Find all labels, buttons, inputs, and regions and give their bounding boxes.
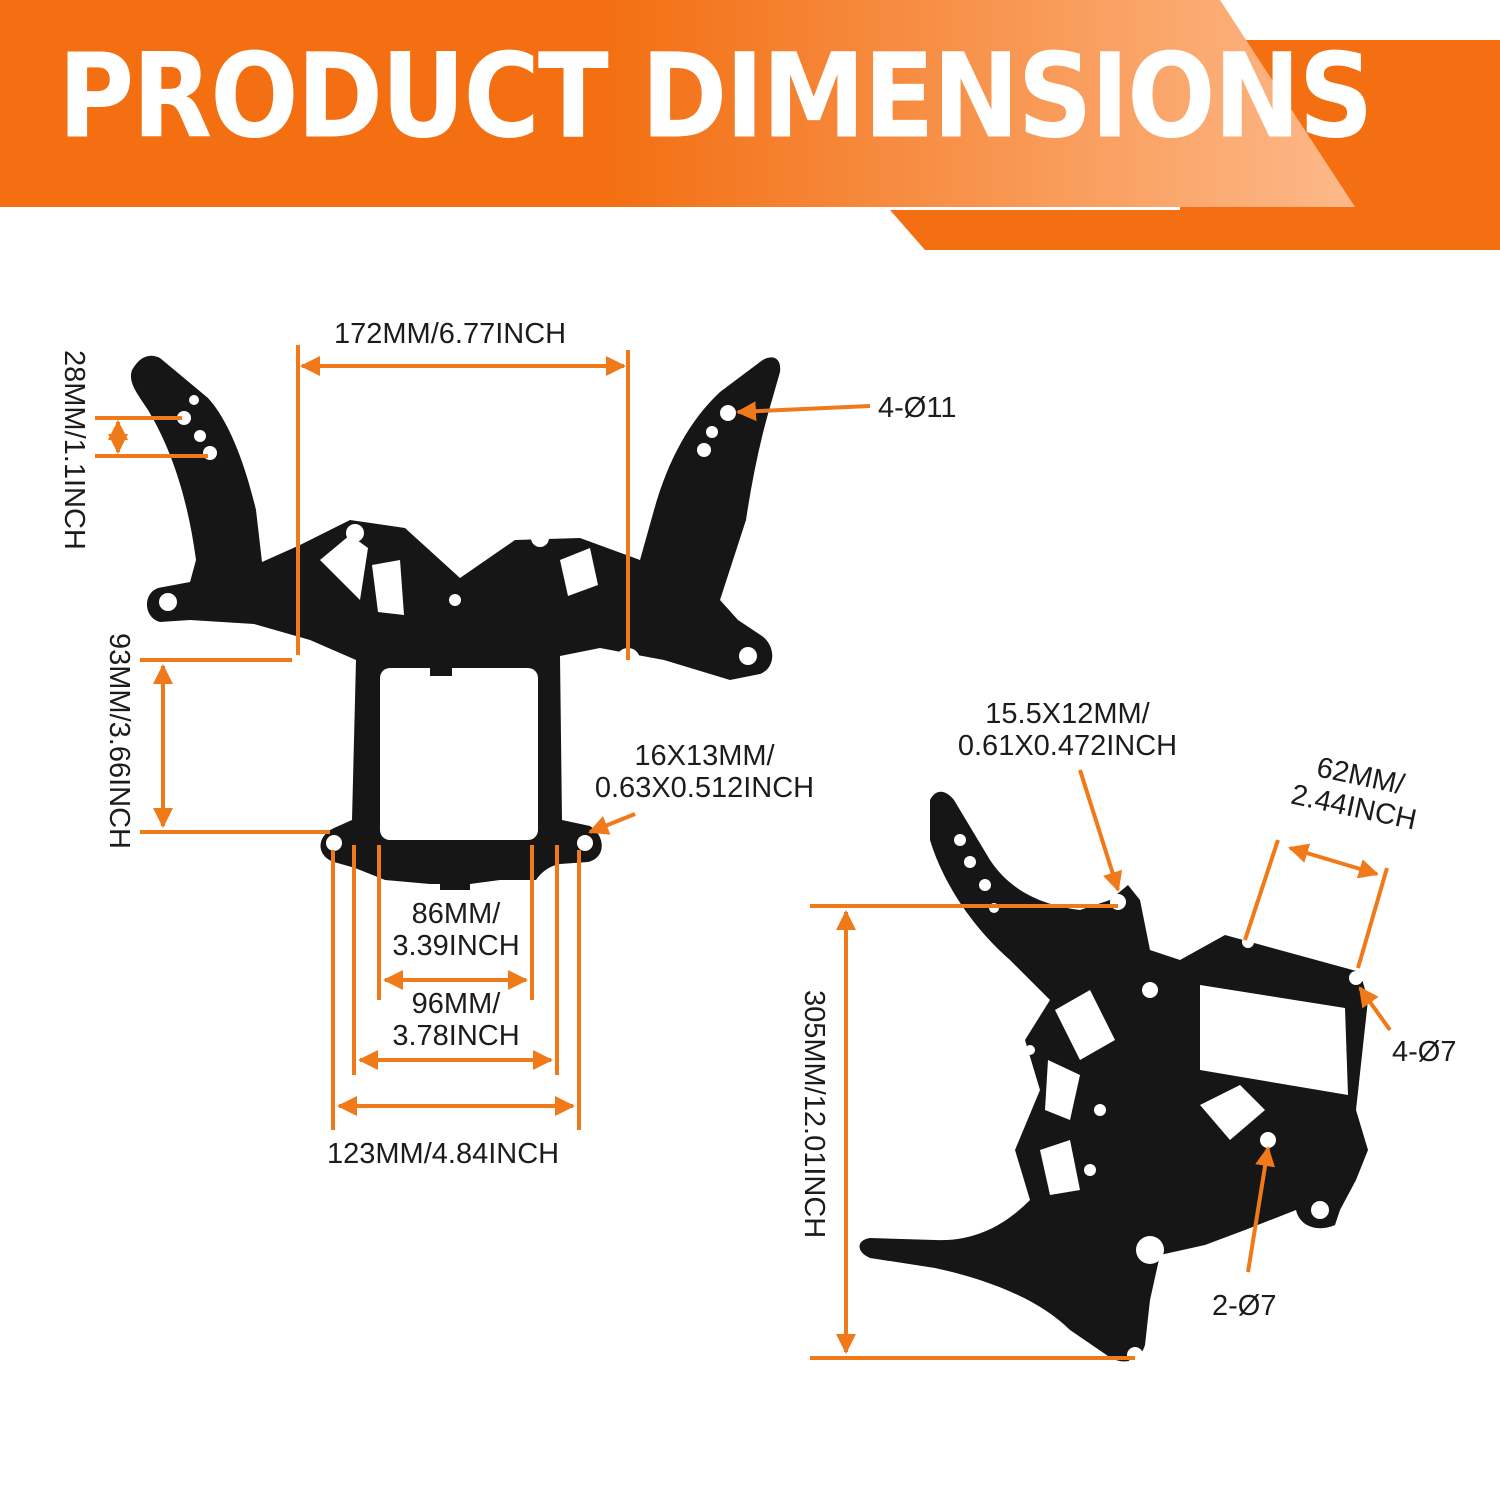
- page-title: PRODUCT DIMENSIONS: [58, 27, 1374, 165]
- label-outer-width: 123MM/4.84INCH: [327, 1138, 560, 1170]
- label-mid-width: 96MM/ 3.78INCH: [376, 988, 536, 1053]
- label-inner-width-line2: 3.39INCH: [392, 930, 520, 963]
- label-bottom-hole: 16X13MM/ 0.63X0.512INCH: [582, 740, 827, 805]
- label-holes-bottom: 2-Ø7: [1212, 1290, 1277, 1322]
- label-slot-line1: 15.5X12MM/: [985, 698, 1150, 730]
- label-bottom-hole-line1: 16X13MM/: [634, 740, 775, 772]
- label-holes-top: 4-Ø11: [878, 392, 957, 424]
- header-banner: [0, 0, 1500, 250]
- front-dimension-lines: [95, 345, 871, 1130]
- label-inner-width: 86MM/ 3.39INCH: [376, 898, 536, 963]
- label-inner-width-line1: 86MM/: [411, 898, 501, 930]
- front-bracket: [130, 355, 781, 890]
- label-mid-width-line2: 3.78INCH: [392, 1020, 520, 1053]
- label-bottom-hole-line2: 0.63X0.512INCH: [594, 772, 815, 805]
- side-bracket: [859, 791, 1368, 1363]
- label-total-height: 305MM/12.01INCH: [798, 990, 830, 1239]
- label-slot-line2: 0.61X0.472INCH: [957, 730, 1178, 763]
- label-top-width: 172MM/6.77INCH: [334, 318, 567, 350]
- label-side-height: 93MM/3.66INCH: [103, 633, 135, 849]
- label-slot: 15.5X12MM/ 0.61X0.472INCH: [940, 698, 1195, 763]
- header-banner-front: [0, 0, 1355, 207]
- label-holes-right: 4-Ø7: [1392, 1036, 1457, 1068]
- label-mid-width-line1: 96MM/: [411, 988, 501, 1020]
- label-hole-spacing: 28MM/1.1INCH: [58, 350, 90, 550]
- side-dimension-lines: [810, 769, 1392, 1360]
